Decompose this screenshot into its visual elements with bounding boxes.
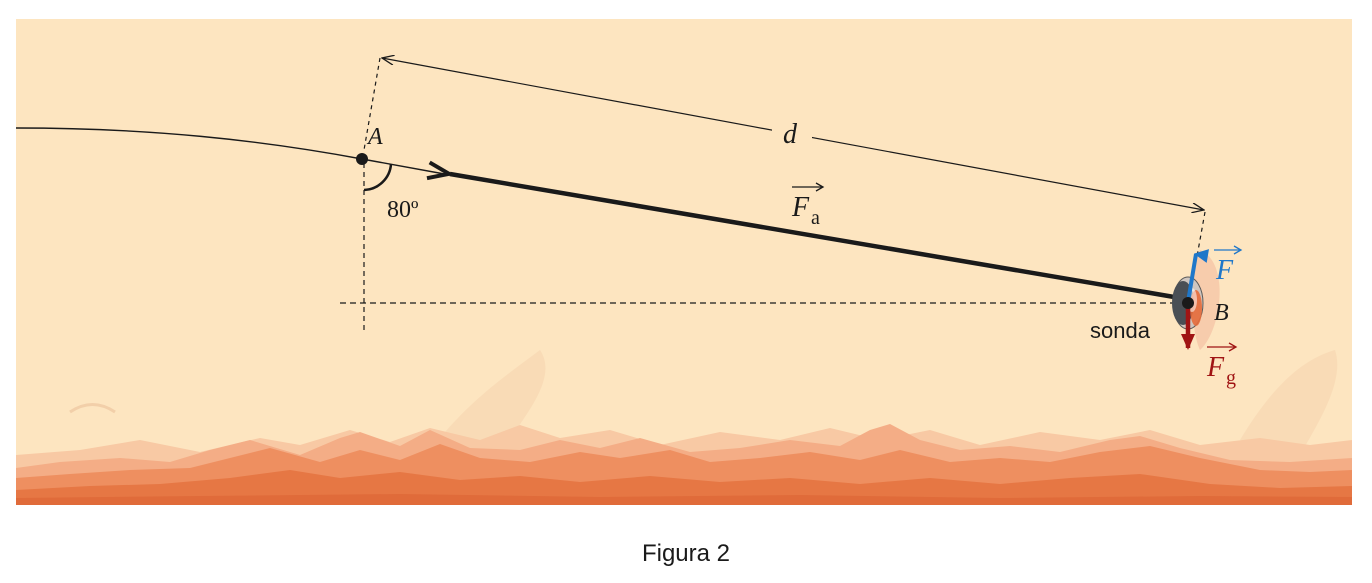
distance-label: d [783,119,798,150]
angle-label: 80º [387,197,419,223]
distance-label-gap [772,119,812,149]
gravity-force-label: F g [1206,342,1238,389]
point-b-marker [1182,297,1194,309]
force-f-label: F [1214,245,1243,286]
svg-text:F: F [1206,352,1225,383]
dust-plume [1240,350,1338,455]
svg-text:a: a [811,207,820,229]
figure-caption: Figura 2 [641,540,731,567]
angle-arc [363,163,393,192]
point-b-label: B [1214,300,1229,326]
point-a-label: A [366,124,383,150]
applied-force-label: F a [791,182,825,229]
force-f-arrow [1186,249,1209,303]
applied-force-arrow [450,174,1181,301]
trajectory-curve [15,127,363,160]
svg-text:g: g [1226,367,1236,389]
svg-text:F: F [1215,255,1234,286]
point-a-marker [356,153,368,165]
probe-label: sonda [1090,318,1151,343]
mountain-range [16,424,1352,505]
dust-plume [69,403,116,414]
svg-text:F: F [791,192,810,223]
